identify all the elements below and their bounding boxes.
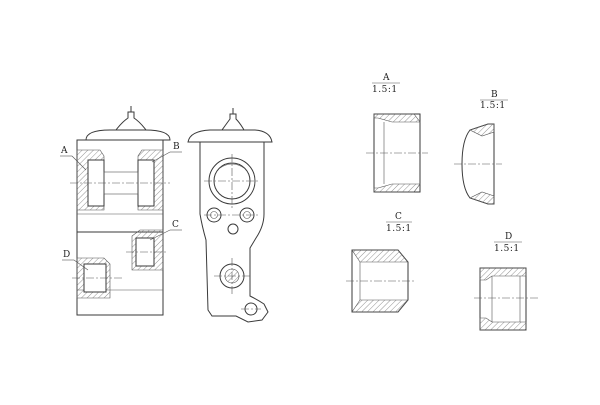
detail-a-scale: 1.5:1 xyxy=(372,85,398,95)
detail-b: B 1.5:1 xyxy=(454,90,508,205)
callout-b: B xyxy=(173,142,180,152)
detail-a: A 1.5:1 xyxy=(366,73,428,193)
leader-line-c xyxy=(149,229,171,241)
leader-line-b xyxy=(151,151,171,163)
detail-b-scale: 1.5:1 xyxy=(480,101,506,111)
detail-a-section-bottom xyxy=(373,183,421,193)
detail-c-label: C xyxy=(395,212,402,222)
leader-line-d xyxy=(73,259,89,271)
detail-c: C 1.5:1 xyxy=(346,212,414,313)
side-view xyxy=(187,108,273,323)
detail-c-section-bottom xyxy=(351,299,409,313)
detail-d-scale: 1.5:1 xyxy=(494,244,520,254)
detail-d-section-top xyxy=(479,267,527,281)
callout-a: A xyxy=(60,146,68,156)
side-view-cap-knob xyxy=(221,113,245,131)
detail-b-section-top xyxy=(469,123,495,137)
front-view xyxy=(70,106,171,316)
detail-c-section-top xyxy=(351,249,409,263)
front-view-cap-knob xyxy=(115,111,147,131)
detail-b-label: B xyxy=(491,90,498,100)
callout-c: C xyxy=(172,220,179,230)
detail-d: D 1.5:1 xyxy=(474,232,540,331)
detail-c-scale: 1.5:1 xyxy=(386,224,412,234)
front-view-callouts: A B C D xyxy=(60,142,182,271)
front-view-body xyxy=(76,139,164,316)
detail-b-section-bottom xyxy=(469,191,495,205)
detail-a-section-top xyxy=(373,113,421,123)
leader-line-a xyxy=(71,155,87,171)
front-view-dome xyxy=(85,129,171,141)
side-view-small-hole xyxy=(227,223,239,235)
side-view-body xyxy=(199,141,269,323)
detail-d-label: D xyxy=(505,232,512,242)
detail-a-label: A xyxy=(382,73,390,83)
detail-d-section-bottom xyxy=(479,317,527,331)
callout-d: D xyxy=(63,250,70,260)
side-view-dome xyxy=(187,129,273,143)
